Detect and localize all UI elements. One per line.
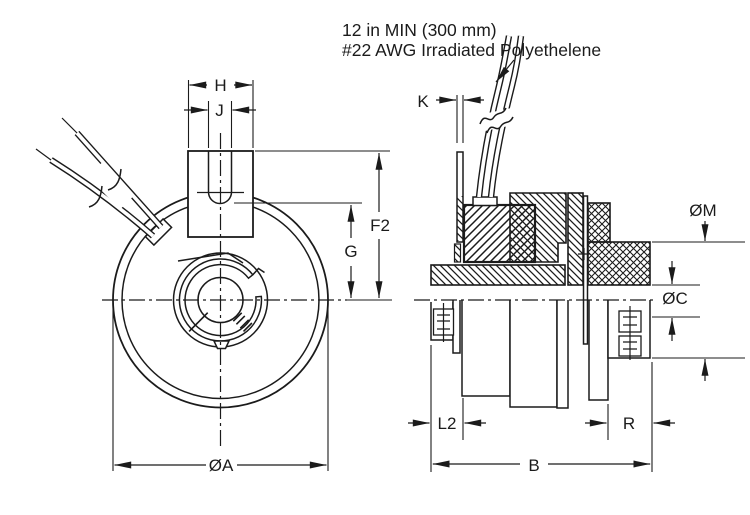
- dim-dia-c: ØC: [652, 261, 700, 341]
- dim-k: K: [417, 92, 484, 143]
- dim-label-b: B: [528, 456, 539, 475]
- serration-marks: [188, 312, 253, 332]
- lower-external-outline: [430, 300, 651, 409]
- dim-label-g: G: [344, 242, 357, 261]
- dim-label-f2: F2: [370, 216, 390, 235]
- dim-g: G: [234, 202, 362, 298]
- front-view: H J F2 G ØA: [35, 76, 392, 475]
- wire-terminal-boss: [472, 196, 498, 207]
- dim-dia-m: ØM: [652, 201, 745, 381]
- armature-section: [567, 192, 584, 286]
- dim-label-l2: L2: [438, 414, 457, 433]
- dim-label-dia-m: ØM: [689, 201, 716, 220]
- set-screw-left: [432, 303, 455, 342]
- hub-main-section: [587, 241, 651, 286]
- dim-h: H: [187, 76, 254, 148]
- dim-l2: L2: [408, 345, 486, 472]
- side-view: K ØM ØC L2: [408, 35, 745, 475]
- dim-label-r: R: [623, 414, 635, 433]
- dim-label-dia-c: ØC: [662, 289, 688, 308]
- wire-note-line2: #22 AWG Irradiated Polyethelene: [342, 40, 601, 60]
- set-screws-hub: [618, 306, 642, 360]
- dim-j: J: [184, 101, 256, 148]
- retaining-ring: [177, 252, 265, 350]
- bearing-bar-section: [430, 264, 566, 286]
- wire-note-line1: 12 in MIN (300 mm): [342, 20, 497, 40]
- lead-wires-front: [35, 117, 164, 239]
- note-leader-line: [495, 59, 515, 83]
- dim-b: B: [432, 456, 651, 475]
- dim-r: R: [585, 362, 675, 472]
- dim-dia-a: ØA: [112, 303, 329, 475]
- wire-note: 12 in MIN (300 mm) #22 AWG Irradiated Po…: [342, 20, 601, 83]
- ring-flat-chord: [177, 252, 244, 264]
- hub-step-section: [587, 202, 611, 243]
- dim-label-h: H: [214, 76, 226, 95]
- wire-stripped-ends: [35, 117, 78, 161]
- hub-sleeve-outline: [588, 300, 609, 401]
- dim-label-k: K: [417, 92, 429, 111]
- dim-label-dia-a: ØA: [209, 456, 234, 475]
- wire-exit-boss: [144, 217, 173, 247]
- mounting-tab-side: [453, 151, 464, 263]
- retainer-plate: [582, 195, 589, 345]
- lead-wires-side: [475, 35, 529, 198]
- ring-bottom-tab: [212, 340, 231, 350]
- coil-section: [462, 203, 537, 264]
- wire-break-icon: [88, 168, 122, 208]
- dim-label-j: J: [215, 101, 224, 120]
- wire-break-mask: [477, 105, 529, 132]
- ring-hook: [252, 267, 265, 276]
- armature-disc-outline: [556, 300, 569, 409]
- wire-break-mask: [87, 162, 135, 210]
- tab-slot: [207, 151, 233, 205]
- wire-break-icon: [479, 107, 514, 134]
- dim-f2: F2: [255, 150, 390, 298]
